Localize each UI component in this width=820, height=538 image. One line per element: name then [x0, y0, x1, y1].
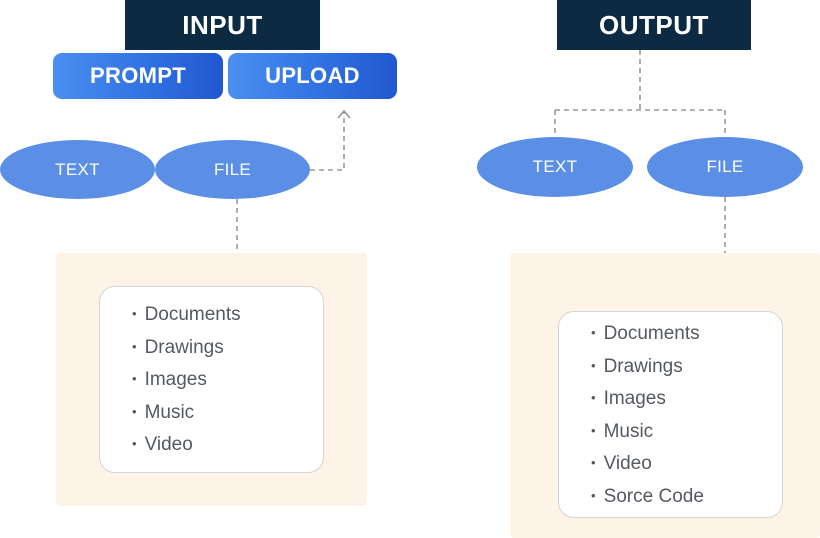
output-file-ellipse: FILE [647, 137, 803, 197]
list-item: Music [132, 397, 323, 430]
input-file-types-card: DocumentsDrawingsImagesMusicVideo [99, 286, 324, 473]
list-item: Video [132, 429, 323, 462]
list-item: Images [591, 383, 782, 416]
output-file-types-card: DocumentsDrawingsImagesMusicVideoSorce C… [558, 311, 783, 518]
prompt-button[interactable]: PROMPT [53, 53, 223, 99]
list-item: Drawings [132, 332, 323, 365]
input-file-types-list: DocumentsDrawingsImagesMusicVideo [132, 299, 323, 462]
output-file-types-list: DocumentsDrawingsImagesMusicVideoSorce C… [591, 318, 782, 513]
input-header: INPUT [125, 0, 320, 50]
upload-button[interactable]: UPLOAD [228, 53, 397, 99]
list-item: Drawings [591, 351, 782, 384]
list-item: Documents [132, 299, 323, 332]
file-to-upload-connector [310, 112, 345, 171]
list-item: Documents [591, 318, 782, 351]
input-text-ellipse: TEXT [0, 140, 155, 199]
list-item: Sorce Code [591, 481, 782, 514]
output-header: OUTPUT [557, 0, 751, 50]
input-file-ellipse: FILE [155, 140, 310, 199]
list-item: Images [132, 364, 323, 397]
list-item: Video [591, 448, 782, 481]
output-text-ellipse: TEXT [477, 137, 633, 197]
upload-arrowhead-icon [337, 109, 351, 119]
list-item: Music [591, 416, 782, 449]
